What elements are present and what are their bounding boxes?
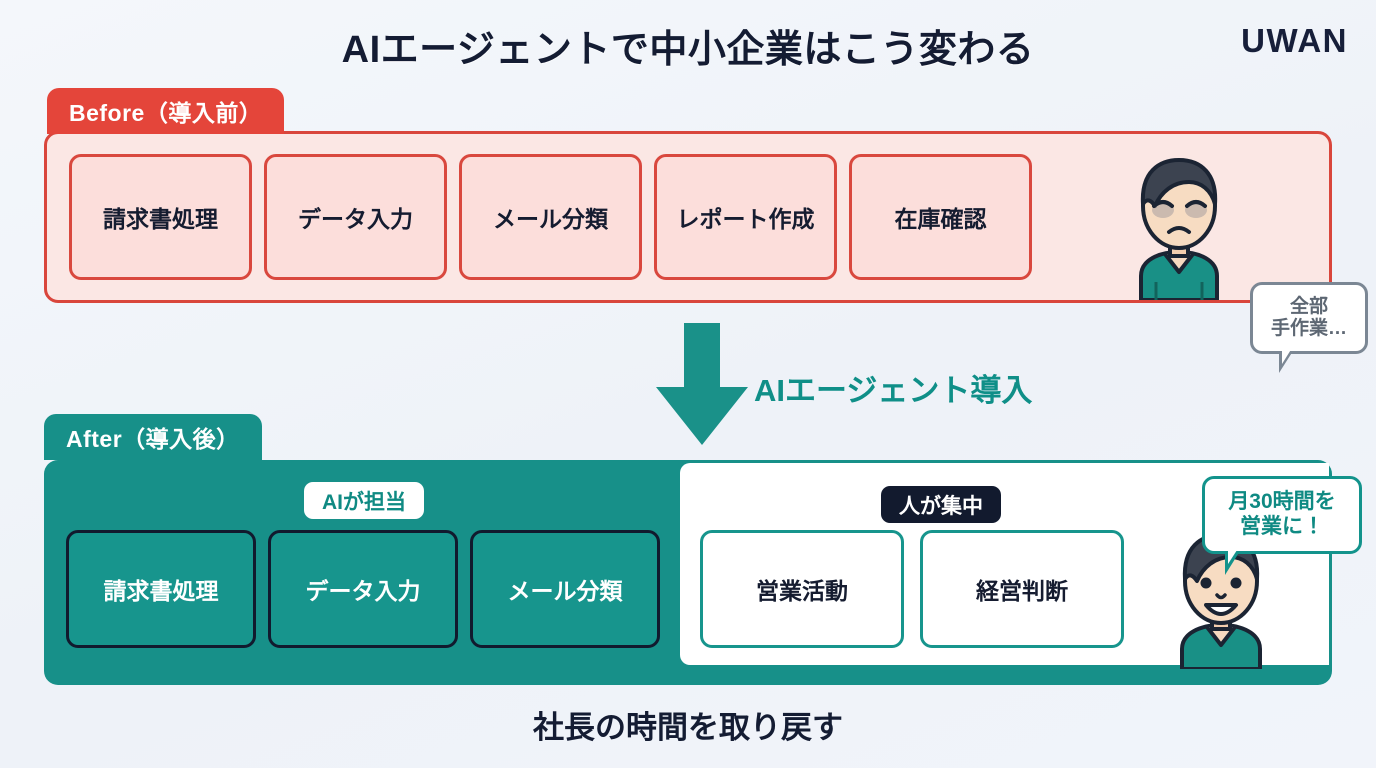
task-box[interactable]: 請求書処理 [66,530,256,648]
task-box[interactable]: メール分類 [459,154,642,280]
before-panel: Before（導入前） 請求書処理 データ入力 メール分類 レポート作成 在庫確… [44,88,1368,373]
sad-person-icon [1115,148,1243,300]
footer-tagline: 社長の時間を取り戻す [533,710,843,745]
after-speech-bubble: 月30時間を 営業に！ [1202,476,1362,575]
bubble-tail [1225,547,1240,575]
human-task-row: 営業活動 経営判断 [700,530,1124,648]
before-tab-label: Before（導入前） [47,88,285,134]
before-task-row: 請求書処理 データ入力 メール分類 レポート作成 在庫確認 [69,154,1032,280]
transition-label: AIエージェント導入 [754,373,1033,408]
after-speech-text: 月30時間を 営業に！ [1228,490,1336,538]
after-panel: After（導入後） AIが担当 請求書処理 データ入力 メール分類 人が集中 … [44,414,1362,685]
after-tab-label: After（導入後） [44,414,262,460]
transition-arrow-group: AIエージェント導入 [654,323,1032,450]
brand-logo: UWAN [1241,22,1348,59]
task-box[interactable]: 営業活動 [700,530,904,648]
before-speech-text: 全部 手作業… [1270,295,1347,339]
task-box[interactable]: 請求書処理 [69,154,252,280]
task-box[interactable]: 経営判断 [920,530,1124,648]
task-box[interactable]: レポート作成 [654,154,837,280]
human-focus-badge: 人が集中 [881,486,1001,523]
page-title: AIエージェントで中小企業はこう変わる [341,29,1035,71]
task-box[interactable]: 在庫確認 [849,154,1032,280]
human-focus-panel: 人が集中 営業活動 経営判断 [680,463,1362,669]
bubble-tail [1279,348,1293,373]
task-box[interactable]: メール分類 [470,530,660,648]
down-arrow-icon [656,323,748,445]
before-speech-bubble: 全部 手作業… [1250,282,1368,373]
ai-task-row: 請求書処理 データ入力 メール分類 [66,530,660,648]
task-box[interactable]: データ入力 [264,154,447,280]
ai-responsible-badge: AIが担当 [304,482,424,519]
task-box[interactable]: データ入力 [268,530,458,648]
